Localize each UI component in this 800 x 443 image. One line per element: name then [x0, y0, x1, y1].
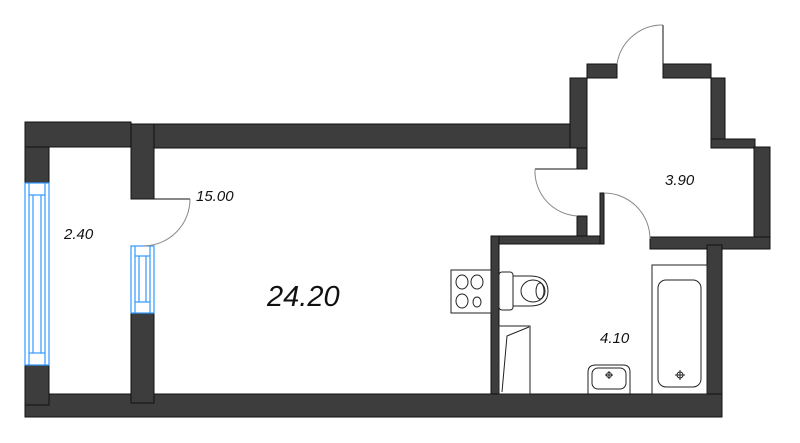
area-label-bathroom: 4.10 — [600, 330, 630, 347]
wall-bath-right — [706, 244, 723, 418]
wall-bath-left — [490, 235, 500, 397]
window-partition — [130, 245, 155, 314]
wall-hall-right-2 — [753, 146, 771, 250]
wall-top-left — [24, 121, 132, 148]
wall-hall-right-1 — [710, 77, 726, 149]
wall-bottom — [24, 393, 723, 418]
wall-partition-upper — [130, 123, 155, 200]
wall-hall-left-upper — [569, 77, 588, 149]
area-label-balcony: 2.40 — [64, 226, 94, 243]
door-balcony-arc — [142, 198, 191, 247]
door-bath-arc — [603, 192, 651, 240]
door-living-arc — [534, 168, 578, 217]
wall-bath-top — [490, 235, 605, 245]
stove-icon — [450, 269, 492, 314]
area-label-hallway: 3.90 — [665, 172, 695, 189]
doors — [142, 24, 664, 247]
window-left — [24, 182, 50, 366]
wall-hall-step — [710, 138, 756, 149]
area-label-living-room: 24.20 — [267, 281, 340, 313]
walls — [24, 63, 771, 418]
wall-living-hall-upper — [576, 147, 588, 170]
wall-partition-lower — [130, 312, 155, 404]
area-label-loggia: 15.00 — [196, 188, 234, 205]
wall-hall-topleft — [586, 63, 618, 79]
door-entrance-arc — [616, 24, 664, 65]
wall-top-main — [130, 123, 588, 149]
sink-icon — [587, 364, 631, 394]
toilet-icon — [498, 271, 549, 311]
wall-left-bottom — [24, 364, 50, 406]
wall-bath-door-jamb — [599, 192, 605, 245]
wall-hall-topright — [662, 63, 712, 79]
bathtub-icon — [651, 264, 708, 395]
washing-machine-icon — [498, 325, 531, 395]
